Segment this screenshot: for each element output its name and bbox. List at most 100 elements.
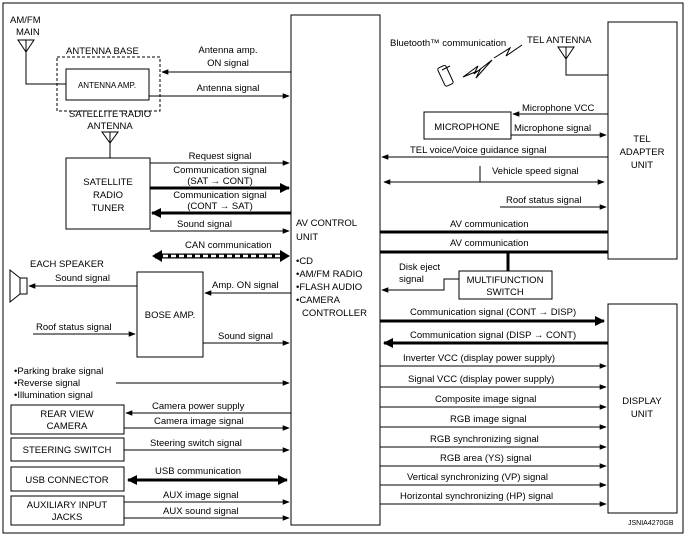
input-reverse: •Reverse signal — [14, 378, 80, 389]
av-feature-radio: •AM/FM RADIO — [296, 269, 363, 280]
av-feature-flash: •FLASH AUDIO — [296, 282, 362, 293]
rgb-area-label: RGB area (YS) signal — [440, 453, 531, 464]
comm-cont-sat-label-2: (CONT → SAT) — [187, 201, 253, 212]
aux-jacks-label-2: JACKS — [52, 512, 83, 523]
comm-sat-cont-label-1: Communication signal — [173, 165, 266, 176]
sat-antenna-label-1: SATELLITE RADIO — [69, 109, 151, 120]
display-unit-box — [607, 303, 678, 514]
amp-on-label: Amp. ON signal — [212, 280, 279, 291]
display-unit-label-2: UNIT — [631, 409, 653, 420]
figure-code: JSNIA4270GB — [628, 520, 674, 527]
steering-signal-label: Steering switch signal — [150, 438, 242, 449]
microphone-box — [423, 111, 512, 140]
tel-antenna-feed — [565, 47, 608, 76]
bose-roof-status-label: Roof status signal — [36, 322, 112, 333]
multifunction-label-1: MULTIFUNCTION — [467, 275, 544, 286]
phone-icon — [437, 64, 454, 87]
vertical-sync-label: Vertical synchronizing (VP) signal — [407, 472, 548, 483]
comm-cont-sat-label-1: Communication signal — [173, 190, 266, 201]
tel-antenna-label: TEL ANTENNA — [527, 35, 592, 46]
vehicle-speed-label: Vehicle speed signal — [492, 166, 579, 177]
av-control-unit-label-2: UNIT — [296, 232, 318, 243]
bose-amp-label: BOSE AMP. — [145, 310, 196, 321]
speaker-sound-label: Sound signal — [55, 273, 110, 284]
speaker-icon-body — [19, 277, 28, 295]
rear-camera-label-1: REAR VIEW — [40, 409, 93, 420]
av-comm-label-2: AV communication — [450, 238, 529, 249]
signal-vcc-label: Signal VCC (display power supply) — [408, 374, 554, 385]
tel-adapter-label-1: TEL — [633, 134, 650, 145]
composite-image-label: Composite image signal — [435, 394, 536, 405]
antenna-amp-label: ANTENNA AMP. — [78, 81, 136, 90]
disk-eject-arrow — [381, 278, 459, 293]
sat-antenna-label-2: ANTENNA — [87, 121, 133, 132]
usb-communication-label: USB communication — [155, 466, 241, 477]
each-speaker-label: EACH SPEAKER — [30, 259, 104, 270]
rear-view-camera-box — [10, 404, 125, 435]
display-unit-label-1: DISPLAY — [622, 396, 662, 407]
outer-frame — [2, 2, 684, 534]
av-control-unit-box — [290, 14, 381, 526]
multifunction-label-2: SWITCH — [486, 287, 524, 298]
antenna-amp-on-label-1: Antenna amp. — [198, 45, 257, 56]
bose-amp-box — [136, 271, 204, 358]
disk-eject-label-2: signal — [399, 274, 424, 285]
usb-connector-label: USB CONNECTOR — [25, 475, 108, 486]
tuner-label-3: TUNER — [92, 203, 125, 214]
aux-jacks-label-1: AUXILIARY INPUT — [27, 500, 108, 511]
tel-adapter-unit-box — [607, 21, 678, 260]
steering-switch-label: STEERING SWITCH — [23, 445, 112, 456]
tel-adapter-label-2: ADAPTER — [620, 147, 665, 158]
tel-roof-status-label: Roof status signal — [506, 195, 582, 206]
speaker-icon-cone — [9, 268, 21, 304]
multifunction-switch-box — [458, 270, 553, 300]
tel-voice-label: TEL voice/Voice guidance signal — [410, 145, 546, 156]
antenna-signal-label: Antenna signal — [197, 83, 260, 94]
am-fm-main-label-1: AM/FM — [10, 15, 41, 26]
bluetooth-label: Bluetooth™ communication — [390, 38, 506, 49]
rear-camera-label-2: CAMERA — [47, 421, 88, 432]
antenna-base-frame — [56, 56, 161, 112]
tuner-label-1: SATELLITE — [83, 177, 132, 188]
comm-cont-disp-label: Communication signal (CONT → DISP) — [410, 307, 576, 318]
input-parking-brake: •Parking brake signal — [14, 366, 103, 377]
microphone-label: MICROPHONE — [434, 122, 499, 133]
disk-eject-label-1: Disk eject — [399, 262, 441, 273]
comm-disp-cont-label: Communication signal (DISP → CONT) — [410, 330, 576, 341]
tuner-label-2: RADIO — [93, 190, 123, 201]
rgb-sync-label: RGB synchronizing signal — [430, 434, 539, 445]
antenna-amp-box — [65, 68, 150, 101]
microphone-vcc-label: Microphone VCC — [522, 103, 594, 114]
inverter-vcc-label: Inverter VCC (display power supply) — [403, 353, 555, 364]
tuner-sound-signal-label: Sound signal — [177, 219, 232, 230]
av-control-unit-label-1: AV CONTROL — [296, 218, 357, 229]
request-signal-label: Request signal — [189, 151, 252, 162]
aux-sound-label: AUX sound signal — [163, 506, 239, 517]
antenna-amp-on-label-2: ON signal — [207, 58, 249, 69]
horizontal-sync-label: Horizontal synchronizing (HP) signal — [400, 491, 553, 502]
usb-connector-box — [10, 466, 125, 492]
bluetooth-wave-icon — [493, 44, 523, 59]
auxiliary-input-jacks-box — [10, 495, 125, 526]
can-arrow-right — [280, 250, 290, 262]
bose-sound-label: Sound signal — [218, 331, 273, 342]
av-feature-camera: •CAMERA — [296, 295, 341, 306]
microphone-signal-label: Microphone signal — [514, 123, 591, 134]
tel-adapter-label-3: UNIT — [631, 160, 653, 171]
aux-image-label: AUX image signal — [163, 490, 239, 501]
input-illumination: •Illumination signal — [14, 390, 93, 401]
comm-sat-cont-label-2: (SAT → CONT) — [187, 176, 253, 187]
can-arrow-left — [152, 250, 162, 262]
satellite-radio-tuner-box — [65, 157, 151, 230]
antenna-base-label: ANTENNA BASE — [66, 46, 139, 57]
camera-image-label: Camera image signal — [154, 416, 244, 427]
can-communication-label: CAN communication — [185, 240, 272, 251]
av-feature-controller: CONTROLLER — [302, 308, 367, 319]
lightning-icon — [462, 59, 493, 79]
am-fm-main-label-2: MAIN — [16, 27, 40, 38]
am-fm-antenna-feed — [25, 40, 66, 85]
rgb-image-label: RGB image signal — [450, 414, 527, 425]
camera-power-label: Camera power supply — [152, 401, 245, 412]
